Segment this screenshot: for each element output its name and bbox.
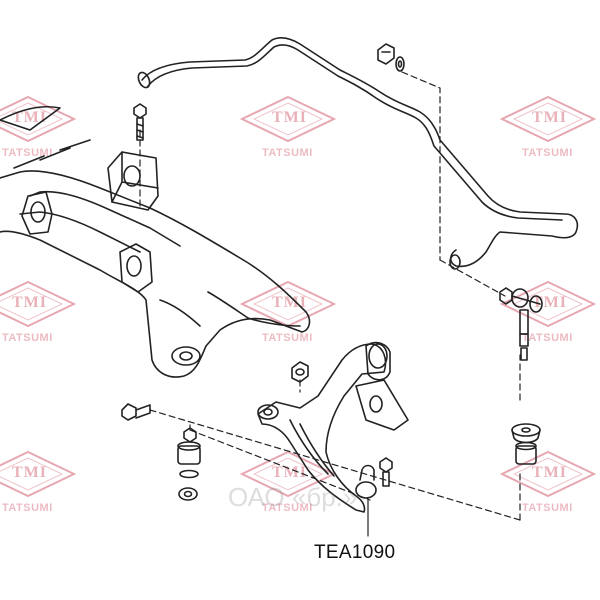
watermark-logo-text: TMI bbox=[12, 464, 47, 481]
watermark-logo-text: TMI bbox=[532, 109, 567, 126]
watermark-brand-text: TATSUMI bbox=[522, 147, 573, 159]
stabilizer-bar bbox=[137, 37, 579, 270]
watermark-logo-icon bbox=[0, 95, 76, 143]
watermark-logo-icon bbox=[500, 450, 596, 498]
watermark-logo-icon bbox=[0, 280, 76, 328]
watermark-logo-text: TMI bbox=[12, 109, 47, 126]
watermark-brand-text: TATSUMI bbox=[262, 502, 313, 514]
watermark-logo-icon bbox=[240, 95, 336, 143]
watermark-logo-icon bbox=[500, 95, 596, 143]
leader-lines bbox=[139, 71, 521, 521]
watermark-group: TMI TATSUMI bbox=[500, 450, 596, 514]
watermark-logo-icon bbox=[0, 450, 76, 498]
stabilizer-link bbox=[499, 287, 543, 361]
site-watermark: ОАО «бр.» bbox=[228, 482, 358, 512]
watermark-logo-text: TMI bbox=[532, 464, 567, 481]
watermark-logo-icon bbox=[240, 450, 336, 498]
control-arm-nut bbox=[291, 361, 309, 383]
stabilizer-washer bbox=[395, 56, 405, 72]
ball-joint-bolt bbox=[379, 457, 393, 487]
watermark-brand-text: TATSUMI bbox=[2, 502, 53, 514]
link-bushing-lower bbox=[515, 441, 537, 465]
bushing-bolt bbox=[133, 103, 147, 141]
watermark-group: TMI TATSUMI bbox=[240, 95, 336, 159]
watermark-group: TMI TATSUMI bbox=[500, 95, 596, 159]
subframe bbox=[0, 105, 311, 378]
link-bushing-upper bbox=[511, 423, 541, 444]
watermark-brand-text: TATSUMI bbox=[522, 502, 573, 514]
watermark-logo-icon bbox=[500, 280, 596, 328]
watermark-group: TMI TATSUMI bbox=[0, 95, 76, 159]
watermark-logo-text: TMI bbox=[272, 464, 307, 481]
watermark-group: TMI TATSUMI bbox=[0, 450, 76, 514]
watermark-brand-text: TATSUMI bbox=[262, 332, 313, 344]
part-number-label: TEA1090 bbox=[314, 542, 396, 563]
watermark-brand-text: TATSUMI bbox=[2, 332, 53, 344]
watermark-brand-text: TATSUMI bbox=[2, 147, 53, 159]
lower-arm-bolt bbox=[121, 403, 151, 421]
stabilizer-bushing bbox=[107, 151, 159, 211]
watermark-group: TMI TATSUMI bbox=[240, 450, 336, 514]
watermark-group: TMI TATSUMI bbox=[0, 280, 76, 344]
watermark-logo-text: TMI bbox=[272, 109, 307, 126]
stabilizer-nut bbox=[377, 43, 395, 65]
bushing-stack bbox=[177, 427, 201, 501]
lower-control-arm bbox=[257, 341, 409, 513]
watermark-logo-text: TMI bbox=[272, 294, 307, 311]
watermark-brand-text: TATSUMI bbox=[262, 147, 313, 159]
watermark-brand-text: TATSUMI bbox=[522, 332, 573, 344]
watermark-logo-text: TMI bbox=[12, 294, 47, 311]
